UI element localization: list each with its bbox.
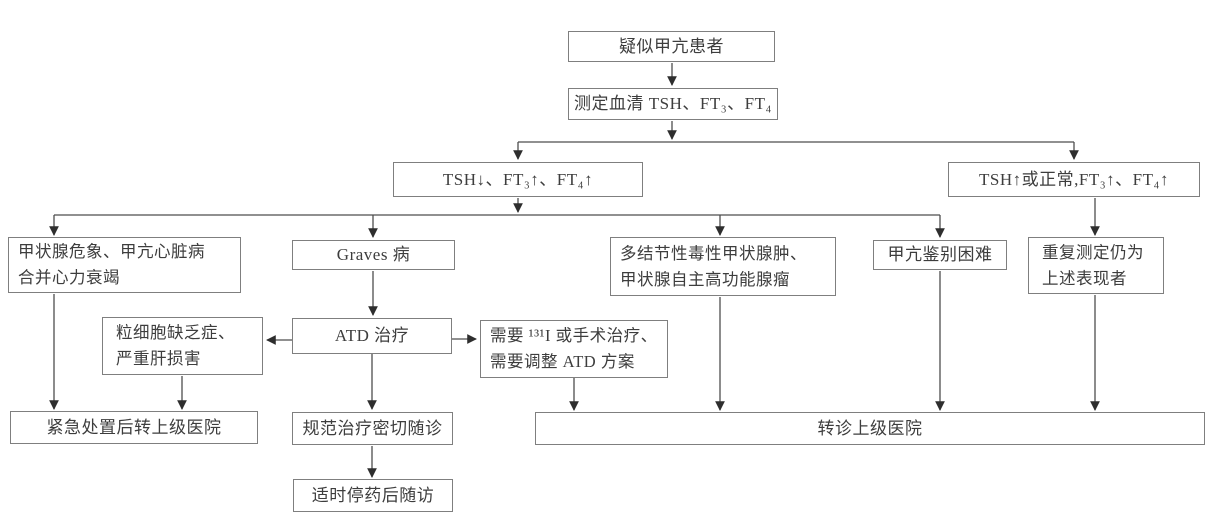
node-measure-serum: 测定血清 TSH、FT₃、FT₄ bbox=[568, 88, 778, 120]
node-stop-medication-followup-label: 适时停药后随访 bbox=[311, 485, 435, 505]
node-differential-difficult-label: 甲亢鉴别困难 bbox=[887, 245, 993, 265]
node-thyroid-crisis-line2: 合并心力衰竭 bbox=[18, 268, 120, 287]
node-suspected-hyperthyroid: 疑似甲亢患者 bbox=[568, 31, 775, 62]
node-repeat-measure-line2: 上述表现者 bbox=[1042, 268, 1127, 288]
node-multinodular-goiter-line1: 多结节性毒性甲状腺肿、 bbox=[620, 243, 807, 263]
node-refer-higher-hospital: 转诊上级医院 bbox=[535, 412, 1205, 445]
node-differential-difficult: 甲亢鉴别困难 bbox=[873, 240, 1007, 270]
node-repeat-measure: 重复测定仍为 上述表现者 bbox=[1028, 237, 1164, 294]
node-tsh-high-or-normal: TSH↑或正常,FT₃↑、FT₄↑ bbox=[948, 162, 1200, 197]
node-tsh-low-label: TSH↓、FT₃↑、FT₄↑ bbox=[442, 169, 594, 189]
node-graves-disease: Graves 病 bbox=[292, 240, 455, 270]
node-atd-therapy: ATD 治疗 bbox=[292, 318, 452, 354]
node-agranulocytosis-line2: 严重肝损害 bbox=[116, 349, 201, 368]
node-measure-serum-label: 测定血清 TSH、FT₃、FT₄ bbox=[574, 94, 772, 114]
node-suspected-hyperthyroid-label: 疑似甲亢患者 bbox=[619, 36, 724, 56]
node-multinodular-goiter: 多结节性毒性甲状腺肿、 甲状腺自主高功能腺瘤 bbox=[610, 237, 836, 296]
node-need-radioiodine-line2: 需要调整 ATD 方案 bbox=[490, 352, 635, 371]
node-tsh-high-or-normal-label: TSH↑或正常,FT₃↑、FT₄↑ bbox=[979, 169, 1169, 189]
node-thyroid-crisis-line1: 甲状腺危象、甲亢心脏病 bbox=[18, 242, 205, 262]
node-standard-followup: 规范治疗密切随诊 bbox=[292, 412, 453, 445]
node-multinodular-goiter-line2: 甲状腺自主高功能腺瘤 bbox=[620, 269, 790, 289]
node-agranulocytosis-line1: 粒细胞缺乏症、 bbox=[116, 323, 235, 343]
node-need-radioiodine-or-surgery: 需要 ¹³¹I 或手术治疗、 需要调整 ATD 方案 bbox=[480, 320, 668, 378]
node-emergency-referral: 紧急处置后转上级医院 bbox=[10, 411, 258, 444]
node-emergency-referral-label: 紧急处置后转上级医院 bbox=[46, 417, 222, 437]
node-tsh-low: TSH↓、FT₃↑、FT₄↑ bbox=[393, 162, 643, 197]
node-agranulocytosis: 粒细胞缺乏症、 严重肝损害 bbox=[102, 317, 263, 375]
node-standard-followup-label: 规范治疗密切随诊 bbox=[302, 418, 443, 438]
node-refer-higher-hospital-label: 转诊上级医院 bbox=[817, 418, 923, 438]
node-repeat-measure-line1: 重复测定仍为 bbox=[1042, 242, 1144, 262]
node-need-radioiodine-line1: 需要 ¹³¹I 或手术治疗、 bbox=[490, 326, 658, 346]
node-atd-therapy-label: ATD 治疗 bbox=[334, 326, 410, 346]
node-stop-medication-followup: 适时停药后随访 bbox=[293, 479, 453, 512]
node-thyroid-crisis: 甲状腺危象、甲亢心脏病 合并心力衰竭 bbox=[8, 237, 241, 293]
node-graves-disease-label: Graves 病 bbox=[336, 245, 411, 265]
